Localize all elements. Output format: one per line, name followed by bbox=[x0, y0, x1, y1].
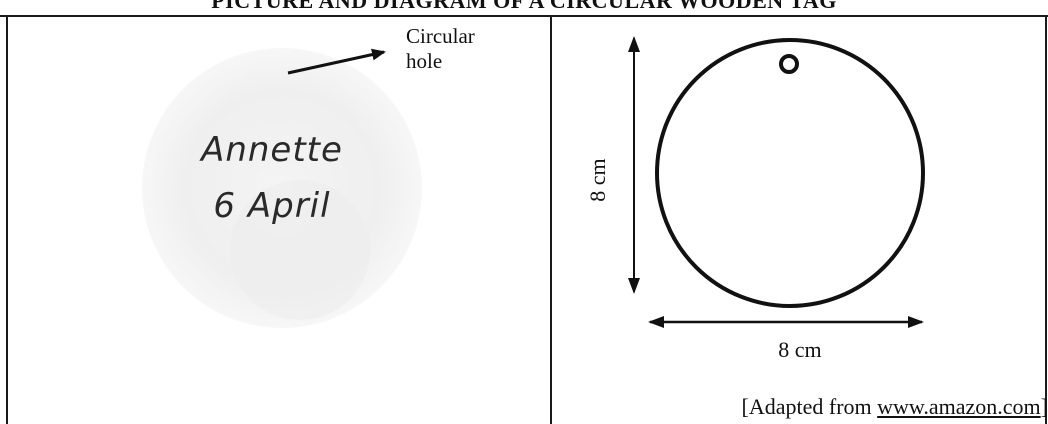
tag-diagram-hole bbox=[779, 54, 799, 74]
source-citation: [Adapted from www.amazon.com] bbox=[640, 394, 1048, 420]
hole-label-line1: Circular bbox=[406, 24, 475, 48]
title-strip: PICTURE AND DIAGRAM OF A CIRCULAR WOODEN… bbox=[0, 0, 1048, 16]
tag-diagram-circle bbox=[655, 38, 925, 308]
hole-label-line2: hole bbox=[406, 49, 443, 73]
tag-engraved-name: Annette bbox=[201, 130, 343, 170]
page-title: PICTURE AND DIAGRAM OF A CIRCULAR WOODEN… bbox=[211, 0, 837, 13]
source-link[interactable]: www.amazon.com bbox=[877, 394, 1041, 419]
frame-top-border bbox=[0, 15, 1048, 17]
hole-pointer-arrow bbox=[287, 48, 386, 75]
frame-right-border bbox=[1045, 15, 1047, 424]
source-suffix: ] bbox=[1040, 394, 1048, 419]
source-prefix: [Adapted from bbox=[741, 394, 878, 419]
tag-engraved-date: 6 April bbox=[213, 186, 331, 226]
horizontal-dimension-label: 8 cm bbox=[778, 337, 822, 362]
frame-left-border bbox=[6, 15, 8, 424]
vertical-dimension-label: 8 cm bbox=[585, 158, 610, 202]
hole-label: Circular hole bbox=[406, 24, 516, 74]
frame-middle-divider bbox=[550, 15, 552, 424]
